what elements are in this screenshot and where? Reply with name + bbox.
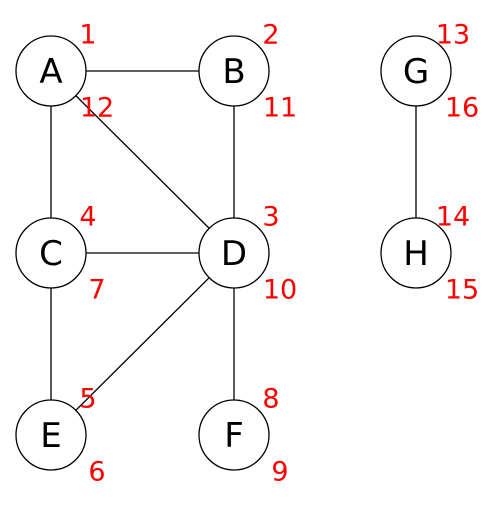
node-label: C	[39, 234, 63, 274]
discovery-time-h: 14	[436, 202, 470, 233]
discovery-time-c: 4	[79, 202, 96, 233]
node-circle	[15, 217, 87, 289]
edge-d-e	[50, 252, 235, 436]
finish-time-h: 15	[445, 275, 479, 306]
finish-time-c: 7	[88, 275, 105, 306]
node-d: D	[198, 217, 270, 289]
node-e: E	[15, 399, 87, 471]
finish-time-d: 10	[263, 275, 297, 306]
finish-time-g: 16	[445, 93, 479, 124]
node-label: G	[403, 52, 429, 92]
node-g: G	[380, 35, 452, 107]
discovery-time-e: 5	[79, 384, 96, 415]
node-f: F	[198, 399, 270, 471]
discovery-time-b: 2	[262, 20, 279, 51]
finish-time-e: 6	[88, 457, 105, 488]
node-b: B	[198, 35, 270, 107]
edge-a-d	[50, 70, 235, 254]
finish-time-f: 9	[271, 457, 288, 488]
node-label: F	[224, 416, 244, 456]
node-h: H	[380, 217, 452, 289]
node-label: H	[403, 234, 429, 274]
finish-time-b: 11	[263, 93, 297, 124]
node-circle	[380, 217, 452, 289]
node-a: A	[15, 35, 87, 107]
discovery-time-a: 1	[79, 20, 96, 51]
node-circle	[198, 35, 270, 107]
node-c: C	[15, 217, 87, 289]
discovery-time-f: 8	[262, 384, 279, 415]
node-circle	[198, 399, 270, 471]
node-label: D	[221, 234, 247, 274]
node-circle	[198, 217, 270, 289]
node-label: A	[39, 52, 62, 92]
discovery-time-d: 3	[262, 202, 279, 233]
node-circle	[15, 35, 87, 107]
timestamps-layer: 1 12 2 11 3 10 4 7 5 6 8 9 13 16 14 15	[79, 20, 479, 488]
node-circle	[15, 399, 87, 471]
node-label: E	[40, 416, 61, 456]
node-label: B	[222, 52, 245, 92]
discovery-time-g: 13	[436, 20, 470, 51]
nodes-layer: A B D C E F G H	[15, 35, 452, 471]
finish-time-a: 12	[80, 93, 114, 124]
node-circle	[380, 35, 452, 107]
